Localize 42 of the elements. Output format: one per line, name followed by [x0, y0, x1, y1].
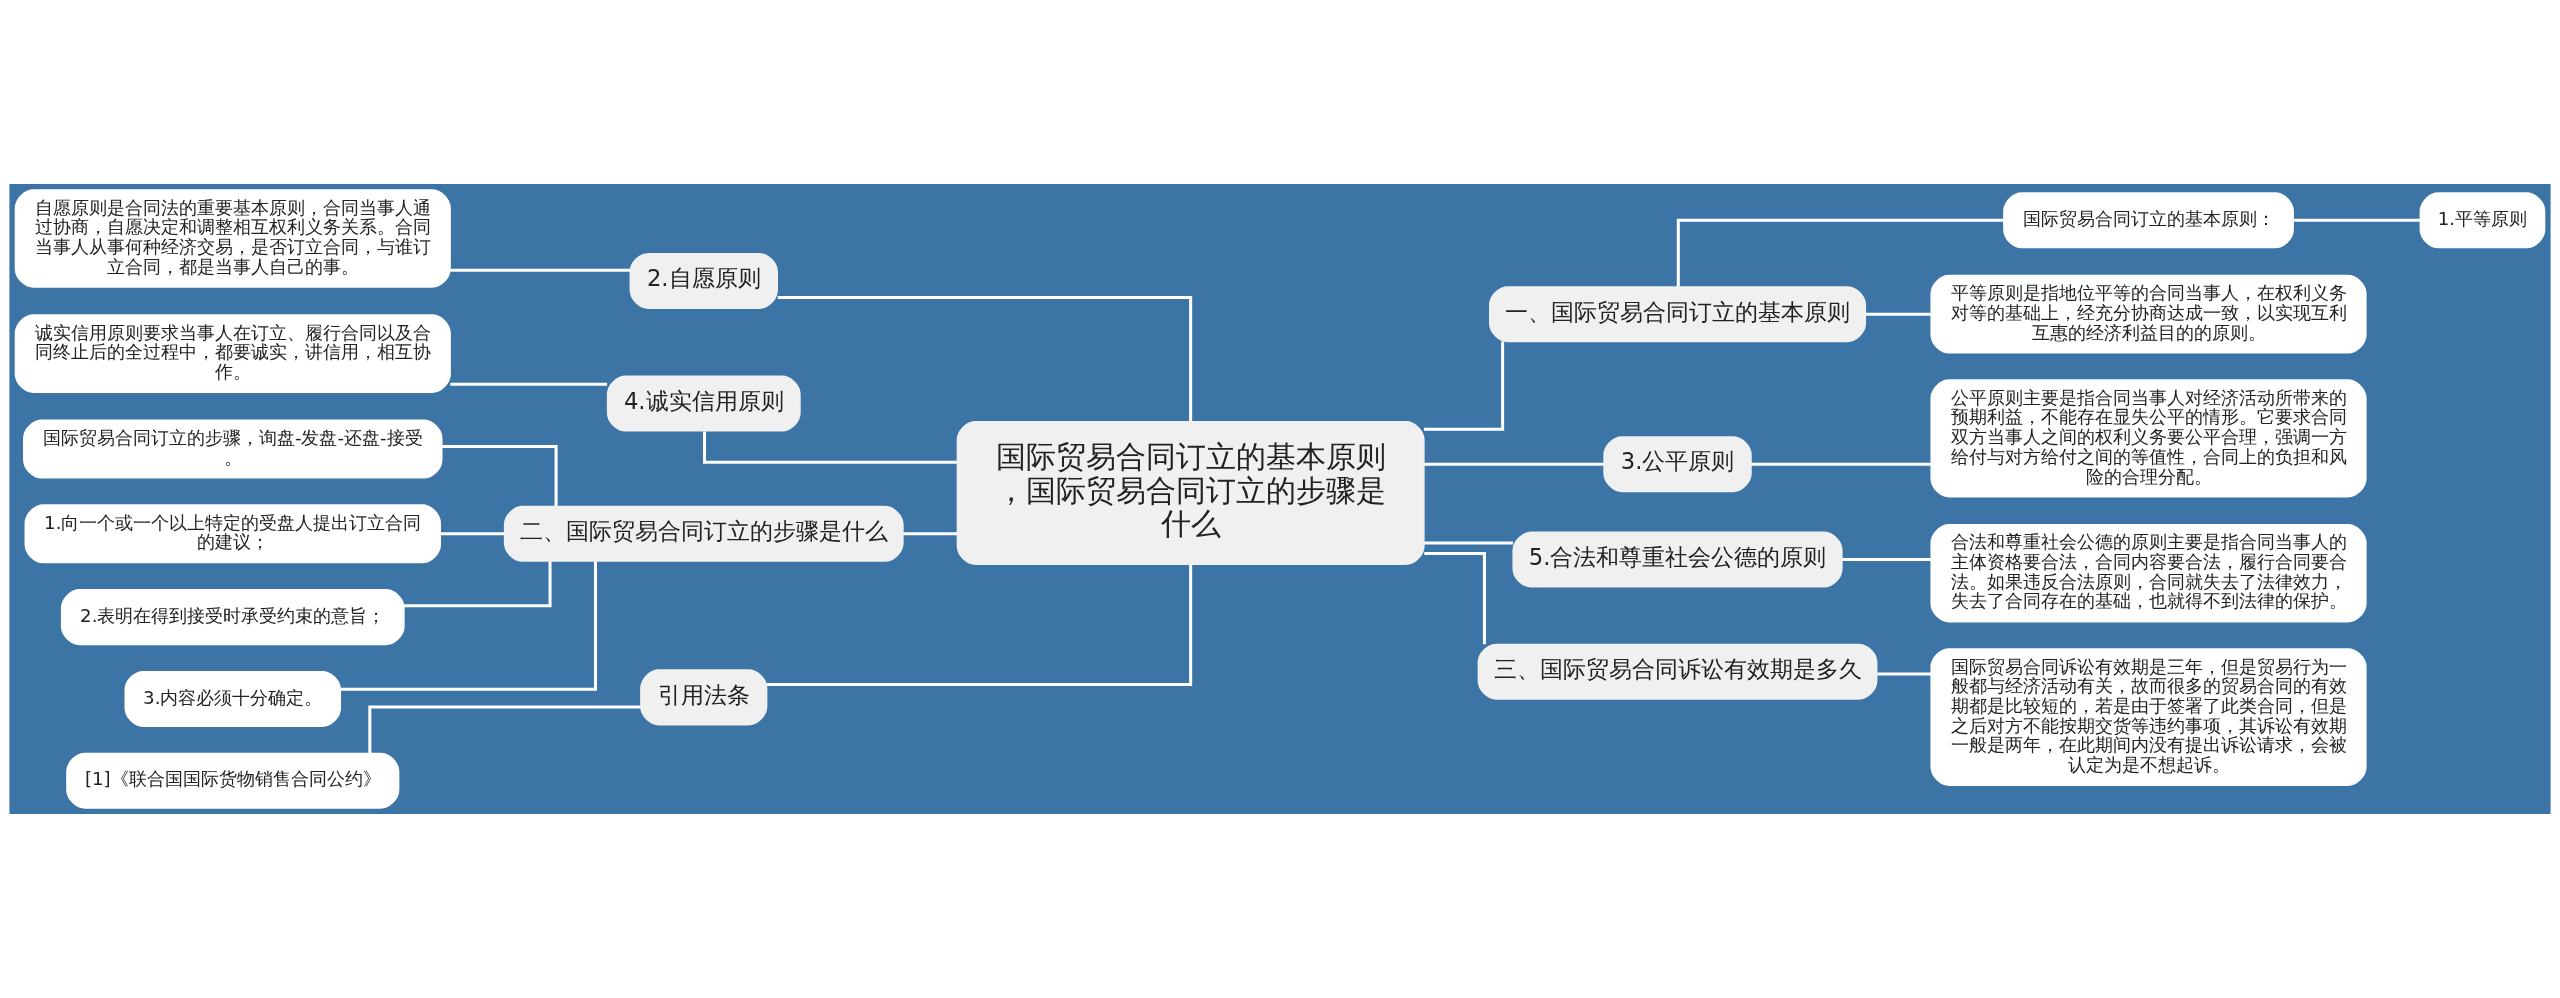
connector [368, 705, 641, 754]
connector [1424, 541, 1513, 545]
connector [440, 532, 505, 536]
node-box: 2.自愿原则 [629, 252, 778, 309]
node-box: 公平原则主要是指合同当事人对经济活动所带来的预期利益，不能存在显失公平的情形。它要求合同双方当事人之间的权利义务要公平合理，强调一方给付与对方给付之间的等值性，合同上的负担和风险的合理分配。 [1930, 379, 2367, 498]
node-box: 1.向一个或一个以上特定的受盘人提出订立合同的建议； [24, 504, 441, 564]
connector [1751, 462, 1931, 466]
connector [1877, 672, 1932, 676]
connector [450, 268, 630, 272]
node-box: 国际贸易合同诉讼有效期是三年，但是贸易行为一般都与经济活动有关，故而很多的贸易合同的有效期都是比较短的，若是由于签署了此类合同，但是之后对方不能按期交货等违约事项，其诉讼有效期一般是两年，在此期间内没有提出诉讼请求，会被认定为是不想起诉。 [1930, 648, 2367, 786]
node-box: [1]《联合国国际货物销售合同公约》 [66, 752, 400, 809]
node-box: 自愿原则是合同法的重要基本原则，合同当事人通过协商，自愿决定和调整相互权利义务关系。合同当事人从事何种经济交易，是否订立合同，与谁订立合同，都是当事人自己的事。 [14, 189, 451, 288]
node-box: 3.公平原则 [1603, 436, 1752, 493]
connector [1865, 312, 1932, 316]
connector [1424, 552, 1486, 645]
node-box: 二、国际贸易合同订立的步骤是什么 [503, 505, 904, 562]
node-box: 平等原则是指地位平等的合同当事人，在权利义务对等的基础上，经充分协商达成一致，以实现互利互惠的经济利益目的的原则。 [1930, 274, 2367, 354]
connector [2293, 218, 2421, 222]
node-box: 合法和尊重社会公德的原则主要是指合同当事人的主体资格要合法，合同内容要合法，履行合同要合法。如果违反合法原则，合同就失去了法律效力，失去了合同存在的基础，也就得不到法律的保护。 [1930, 524, 2367, 623]
node-box: 一、国际贸易合同订立的基本原则 [1489, 286, 1867, 343]
node-box: 1.平等原则 [2419, 192, 2546, 249]
connector [766, 564, 1193, 687]
connector [1676, 218, 2004, 287]
connector [442, 444, 558, 507]
connector [903, 532, 958, 536]
connector [777, 296, 1193, 422]
connector [1842, 558, 1931, 562]
node-box: 国际贸易合同订立的基本原则，国际贸易合同订立的步骤是什么 [956, 421, 1425, 565]
node-box: 5.合法和尊重社会公德的原则 [1512, 531, 1843, 588]
node-box: 国际贸易合同订立的基本原则： [2003, 192, 2294, 249]
node-box: 国际贸易合同订立的步骤，询盘-发盘-还盘-接受。 [23, 419, 443, 479]
node-box: 诚实信用原则要求当事人在订立、履行合同以及合同终止后的全过程中，都要诚实，讲信用，相互协作。 [14, 314, 451, 393]
node-box: 2.表明在得到接受时承受约束的意旨； [60, 589, 405, 646]
connector [450, 382, 608, 386]
node-box: 4.诚实信用原则 [606, 375, 801, 432]
connector [340, 561, 597, 691]
node-box: 三、国际贸易合同诉讼有效期是多久 [1477, 643, 1878, 700]
node-box: 3.内容必须十分确定。 [124, 670, 342, 727]
connector [1424, 462, 1604, 466]
connector [1423, 341, 1505, 431]
node-box: 引用法条 [640, 669, 768, 726]
connector [403, 561, 552, 608]
